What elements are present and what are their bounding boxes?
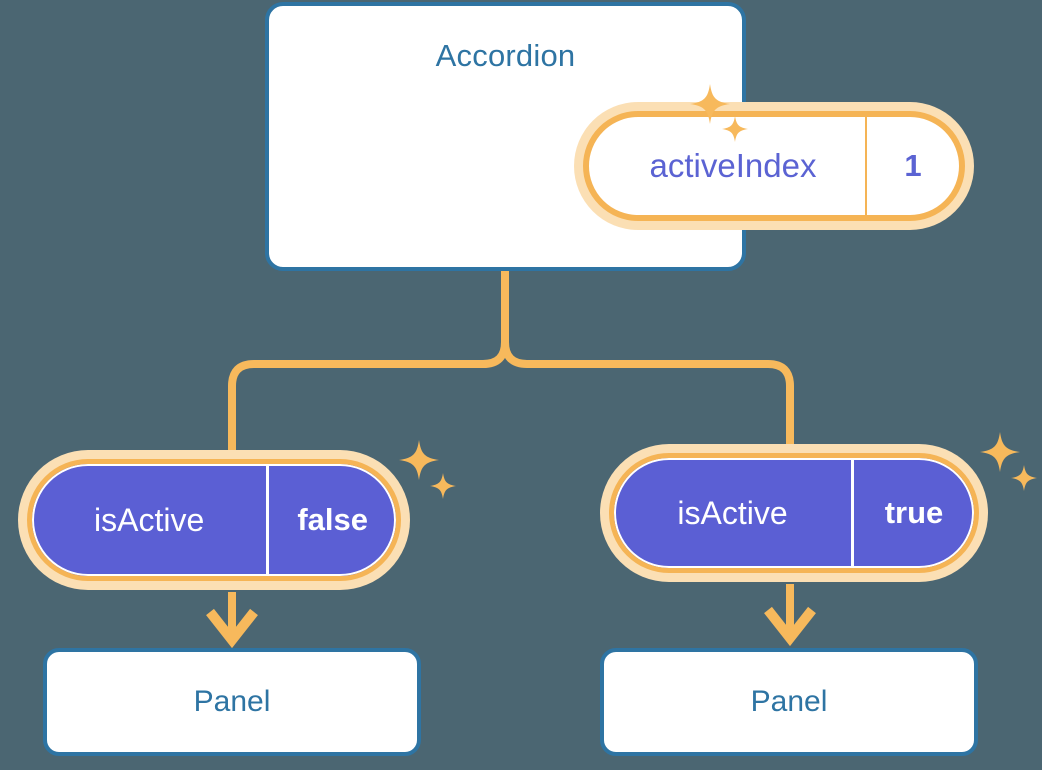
- state-pill-isactive-false[interactable]: isActive false: [18, 450, 410, 590]
- state-value-label: true: [884, 495, 944, 530]
- page-title: Accordion: [435, 38, 576, 73]
- component-card-accordion[interactable]: Accordion activeIndex 1: [265, 2, 974, 271]
- panel-title: Panel: [193, 685, 271, 718]
- panel-title: Panel: [750, 685, 828, 718]
- sparkle-icon: [980, 432, 1020, 472]
- sparkle-icon: [1011, 465, 1037, 491]
- sparkle-icon: [399, 440, 439, 480]
- connector-to-right-child: [501, 267, 794, 456]
- arrow-down-icon-right: [764, 584, 816, 647]
- state-value-label: false: [297, 502, 368, 537]
- state-key-label: activeIndex: [589, 117, 867, 215]
- pill-body: isActive true: [609, 453, 979, 573]
- state-value-label: 1: [904, 148, 922, 183]
- arrow-down-icon-left: [206, 592, 258, 649]
- panel-box-right[interactable]: Panel: [600, 648, 978, 756]
- sparkle-icon-group-right: [980, 432, 1038, 507]
- connector-to-left-child: [228, 267, 509, 462]
- state-key-label: isActive: [614, 458, 854, 568]
- pill-body: activeIndex 1: [583, 111, 965, 221]
- state-pill-activeindex[interactable]: activeIndex 1: [574, 102, 974, 230]
- state-pill-isactive-true[interactable]: isActive true: [600, 444, 988, 582]
- sparkle-icon: [430, 473, 456, 499]
- state-key-label: isActive: [32, 464, 270, 576]
- pill-body: isActive false: [27, 459, 401, 581]
- panel-box-left[interactable]: Panel: [43, 648, 421, 756]
